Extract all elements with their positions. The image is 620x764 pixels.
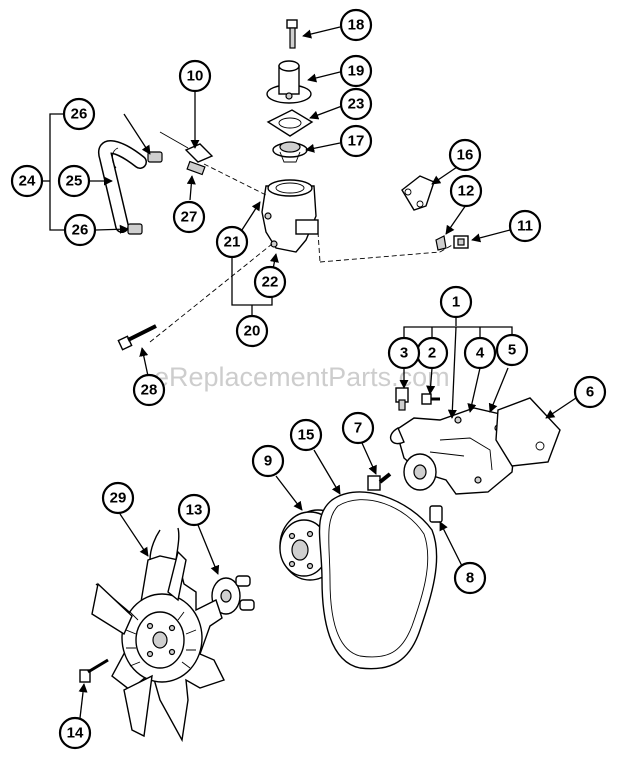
hose-clamp-part-26-top <box>147 151 163 163</box>
hose-clamp-part-26-bottom <box>127 223 143 235</box>
callout-5[interactable]: 5 <box>495 333 529 367</box>
callout-6[interactable]: 6 <box>573 375 607 409</box>
svg-text:16: 16 <box>457 147 474 164</box>
callout-24[interactable]: 24 <box>10 164 44 198</box>
bolt-part-7 <box>367 472 392 491</box>
svg-text:26: 26 <box>71 106 88 123</box>
callout-13[interactable]: 13 <box>177 493 211 527</box>
callout-14[interactable]: 14 <box>58 716 92 750</box>
bolt-part-28 <box>117 324 157 351</box>
connector-part-27 <box>186 160 206 176</box>
svg-text:8: 8 <box>466 570 474 587</box>
svg-text:19: 19 <box>348 63 365 80</box>
callout-1[interactable]: 1 <box>439 285 473 319</box>
svg-text:9: 9 <box>264 453 272 470</box>
svg-text:29: 29 <box>110 490 127 507</box>
callout-15[interactable]: 15 <box>289 418 323 452</box>
bolt-part-2 <box>421 393 440 405</box>
callout-29[interactable]: 29 <box>101 481 135 515</box>
callout-19[interactable]: 19 <box>339 54 373 88</box>
v-belt-part-15 <box>318 491 438 670</box>
assembly-lines <box>149 163 455 343</box>
svg-text:22: 22 <box>262 274 279 291</box>
svg-text:15: 15 <box>298 427 315 444</box>
callout-26-top[interactable]: 26 <box>62 97 96 131</box>
svg-text:14: 14 <box>67 725 84 742</box>
svg-text:7: 7 <box>354 420 362 437</box>
thermostat-part-17 <box>272 141 308 163</box>
svg-text:17: 17 <box>348 133 365 150</box>
callout-16[interactable]: 16 <box>448 138 482 172</box>
callout-9[interactable]: 9 <box>251 444 285 478</box>
callout-22[interactable]: 22 <box>253 265 287 299</box>
water-pump-part-1 <box>389 407 517 495</box>
callout-10[interactable]: 10 <box>178 59 212 93</box>
svg-text:13: 13 <box>186 502 203 519</box>
svg-text:5: 5 <box>508 342 516 359</box>
callout-7[interactable]: 7 <box>341 411 375 445</box>
bolt-part-14 <box>79 658 109 683</box>
callout-28[interactable]: 28 <box>132 373 166 407</box>
svg-text:25: 25 <box>66 173 83 190</box>
svg-text:3: 3 <box>400 345 408 362</box>
fan-spacer-part-13 <box>211 575 255 615</box>
svg-text:28: 28 <box>141 382 158 399</box>
svg-text:23: 23 <box>348 96 365 113</box>
callout-25[interactable]: 25 <box>57 164 91 198</box>
callout-8[interactable]: 8 <box>453 561 487 595</box>
union-part-10 <box>159 131 214 163</box>
svg-text:24: 24 <box>19 173 36 190</box>
svg-text:10: 10 <box>187 68 204 85</box>
nut-part-8 <box>429 505 443 523</box>
thermostat-housing-part-21 <box>261 179 319 253</box>
water-outlet-part-19 <box>266 60 312 104</box>
svg-text:4: 4 <box>476 345 485 362</box>
pump-gasket-part-6 <box>495 397 561 467</box>
callout-20[interactable]: 20 <box>235 314 269 348</box>
svg-text:6: 6 <box>586 384 594 401</box>
svg-text:26: 26 <box>72 222 89 239</box>
svg-text:27: 27 <box>181 209 198 226</box>
bolt-part-18 <box>286 19 298 49</box>
clip-part-12 <box>435 235 447 251</box>
callout-21[interactable]: 21 <box>215 225 249 259</box>
hose-part-25 <box>98 140 147 233</box>
callout-23[interactable]: 23 <box>339 87 373 121</box>
callout-17[interactable]: 17 <box>339 124 373 158</box>
svg-text:18: 18 <box>348 17 365 34</box>
fan-part-29 <box>91 527 225 743</box>
svg-text:2: 2 <box>428 345 436 362</box>
svg-text:20: 20 <box>244 323 261 340</box>
callout-27[interactable]: 27 <box>172 200 206 234</box>
callout-12[interactable]: 12 <box>449 174 483 208</box>
svg-text:1: 1 <box>452 294 460 311</box>
svg-text:21: 21 <box>224 234 241 251</box>
svg-text:12: 12 <box>458 183 475 200</box>
gasket-part-23 <box>266 109 314 137</box>
callout-2[interactable]: 2 <box>415 336 449 370</box>
gasket-part-16 <box>401 175 435 211</box>
callout-3[interactable]: 3 <box>387 336 421 370</box>
callout-26-bottom[interactable]: 26 <box>63 213 97 247</box>
plug-part-11 <box>453 235 469 249</box>
callout-11[interactable]: 11 <box>508 209 542 243</box>
svg-text:11: 11 <box>517 218 533 235</box>
callout-18[interactable]: 18 <box>339 8 373 42</box>
callout-4[interactable]: 4 <box>463 336 497 370</box>
